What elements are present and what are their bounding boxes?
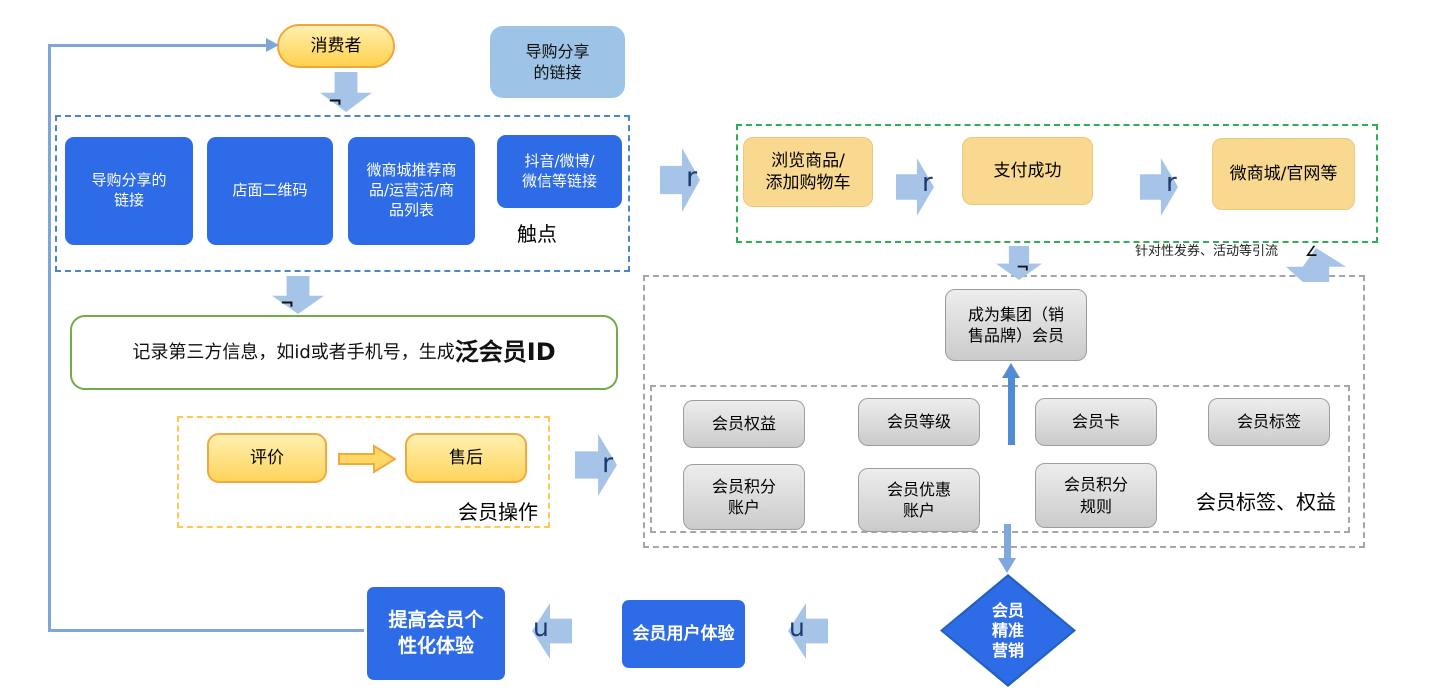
marketing-diamond-label: 会员 精准 营销 [991,600,1024,660]
membership-box-label: 会员等级 [886,412,951,432]
review-label: 评价 [250,447,284,468]
membership-box-label: 会员权益 [711,414,776,434]
member-ops-label: 会员操作 [458,500,538,524]
membership-box-card: 会员卡 [1035,398,1157,446]
down-glyph: ¬ [328,92,343,112]
loop-line-bottom [48,629,364,632]
loop-line-left [48,44,51,632]
guide-link-note: 导购分享 的链接 [490,26,625,98]
browse-node: 浏览商品/ 添加购物车 [743,137,873,207]
pan-member-id-text: 泛会员ID [454,337,556,366]
up-glyph: ∠ [1305,244,1318,260]
experience-node: 会员用户体验 [622,600,745,668]
down-glyph: ¬ [1016,258,1030,277]
loop-arrowhead-icon [266,38,279,52]
pan-member-text: 记录第三方信息，如id或者手机号，生成 [132,341,455,363]
left-glyph: u [789,613,805,642]
membership-inner-container [650,385,1350,533]
membership-box-coupon-account: 会员优惠 账户 [858,468,980,532]
become-member-node: 成为集团（销 售品牌）会员 [945,289,1087,361]
guide-link-note-label: 导购分享 的链接 [525,41,590,82]
pay-label: 支付成功 [993,160,1062,181]
improve-label: 提高会员个 性化体验 [388,609,484,657]
purchase-container [736,124,1378,243]
pan-member-box: 记录第三方信息，如id或者手机号，生成泛会员ID [70,315,618,390]
down-glyph: ¬ [280,294,295,314]
touchpoint-box-social-links: 抖音/微博/ 微信等链接 [497,135,622,208]
arrow-down-line [1004,524,1011,560]
membership-box-label: 会员标签 [1236,412,1301,432]
right-glyph: r [1166,168,1177,198]
consumer-node: 消费者 [277,24,395,68]
touchpoint-label: 导购分享的 链接 [91,171,167,209]
right-glyph: r [602,448,614,479]
review-node: 评价 [207,433,327,483]
pay-node: 支付成功 [962,137,1093,205]
touchpoint-box-guide-link: 导购分享的 链接 [65,137,193,245]
touchpoint-label: 微商城推荐商 品/运营活/商 品列表 [366,161,457,219]
right-glyph: r [922,168,933,198]
membership-box-level: 会员等级 [858,398,980,446]
retargeting-note: 针对性发券、活动等引流 [1135,244,1279,259]
yellow-arrow-icon [338,444,396,474]
touchpoints-container [55,115,630,272]
become-member-label: 成为集团（销 售品牌）会员 [967,304,1064,345]
mall-label: 微商城/官网等 [1229,163,1338,184]
touchpoint-label: 抖音/微博/ 微信等链接 [521,151,597,190]
left-glyph: u [533,613,549,642]
browse-label: 浏览商品/ 添加购物车 [765,150,851,193]
touchpoint-box-store-qr: 店面二维码 [207,137,333,245]
arrow-up-head-icon [1002,363,1020,378]
membership-box-tag: 会员标签 [1208,398,1330,446]
arrow-up-line [1008,377,1015,445]
improve-node: 提高会员个 性化体验 [367,587,505,680]
member-ops-container [177,416,550,528]
membership-box-points-account: 会员积分 账户 [683,464,805,530]
touchpoint-box-mall-recommend: 微商城推荐商 品/运营活/商 品列表 [348,137,475,245]
experience-label: 会员用户体验 [632,623,735,644]
marketing-diamond-inner: 会员 精准 营销 [943,577,1073,684]
membership-box-label: 会员优惠 账户 [886,479,951,520]
after-sales-node: 售后 [405,433,527,483]
touchpoints-label: 触点 [517,222,557,246]
loop-line-top [48,44,270,47]
consumer-label: 消费者 [310,35,362,56]
after-sales-label: 售后 [449,447,483,468]
membership-box-rights: 会员权益 [683,400,805,448]
membership-box-label: 会员积分 账户 [711,476,776,517]
touchpoint-label: 店面二维码 [232,181,308,200]
membership-box-label: 会员卡 [1071,412,1120,432]
right-glyph: r [686,162,698,193]
mall-node: 微商城/官网等 [1212,138,1355,210]
membership-box-label: 会员积分 规则 [1063,475,1128,516]
arrow-down-head-icon [998,558,1016,573]
membership-box-points-rule: 会员积分 规则 [1035,463,1157,528]
membership-label: 会员标签、权益 [1196,490,1336,514]
marketing-diamond: 会员 精准 营销 [940,574,1076,687]
